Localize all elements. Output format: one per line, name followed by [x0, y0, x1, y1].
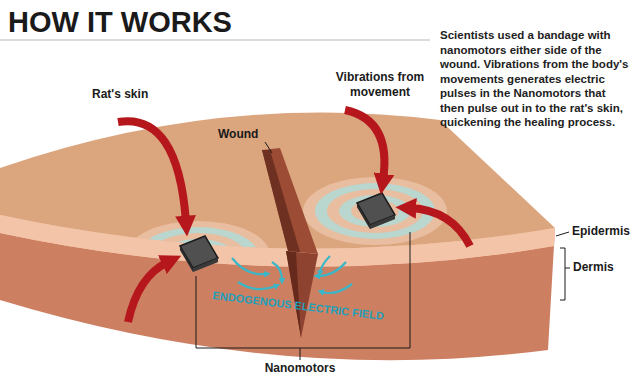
wound-crack [262, 148, 318, 254]
part-label: Epidermis [572, 225, 634, 239]
wound-cut [286, 251, 318, 338]
part-label: Wound [218, 128, 268, 142]
caption-text: Scientists used a bandage with nanomotor… [440, 28, 632, 130]
movement-arrows [118, 110, 470, 322]
title-heading: HOW IT WORKS [8, 6, 428, 39]
field-arrows [232, 256, 352, 293]
title-rule [0, 40, 430, 41]
part-label: Rat's skin [92, 88, 172, 102]
part-label: Vibrations from movement [330, 70, 430, 100]
part-label: Dermis [573, 261, 633, 275]
nanomotor [180, 236, 218, 272]
leader-lines [196, 142, 570, 360]
part-label: Nanomotors [255, 362, 345, 376]
nanomotor [357, 193, 395, 229]
